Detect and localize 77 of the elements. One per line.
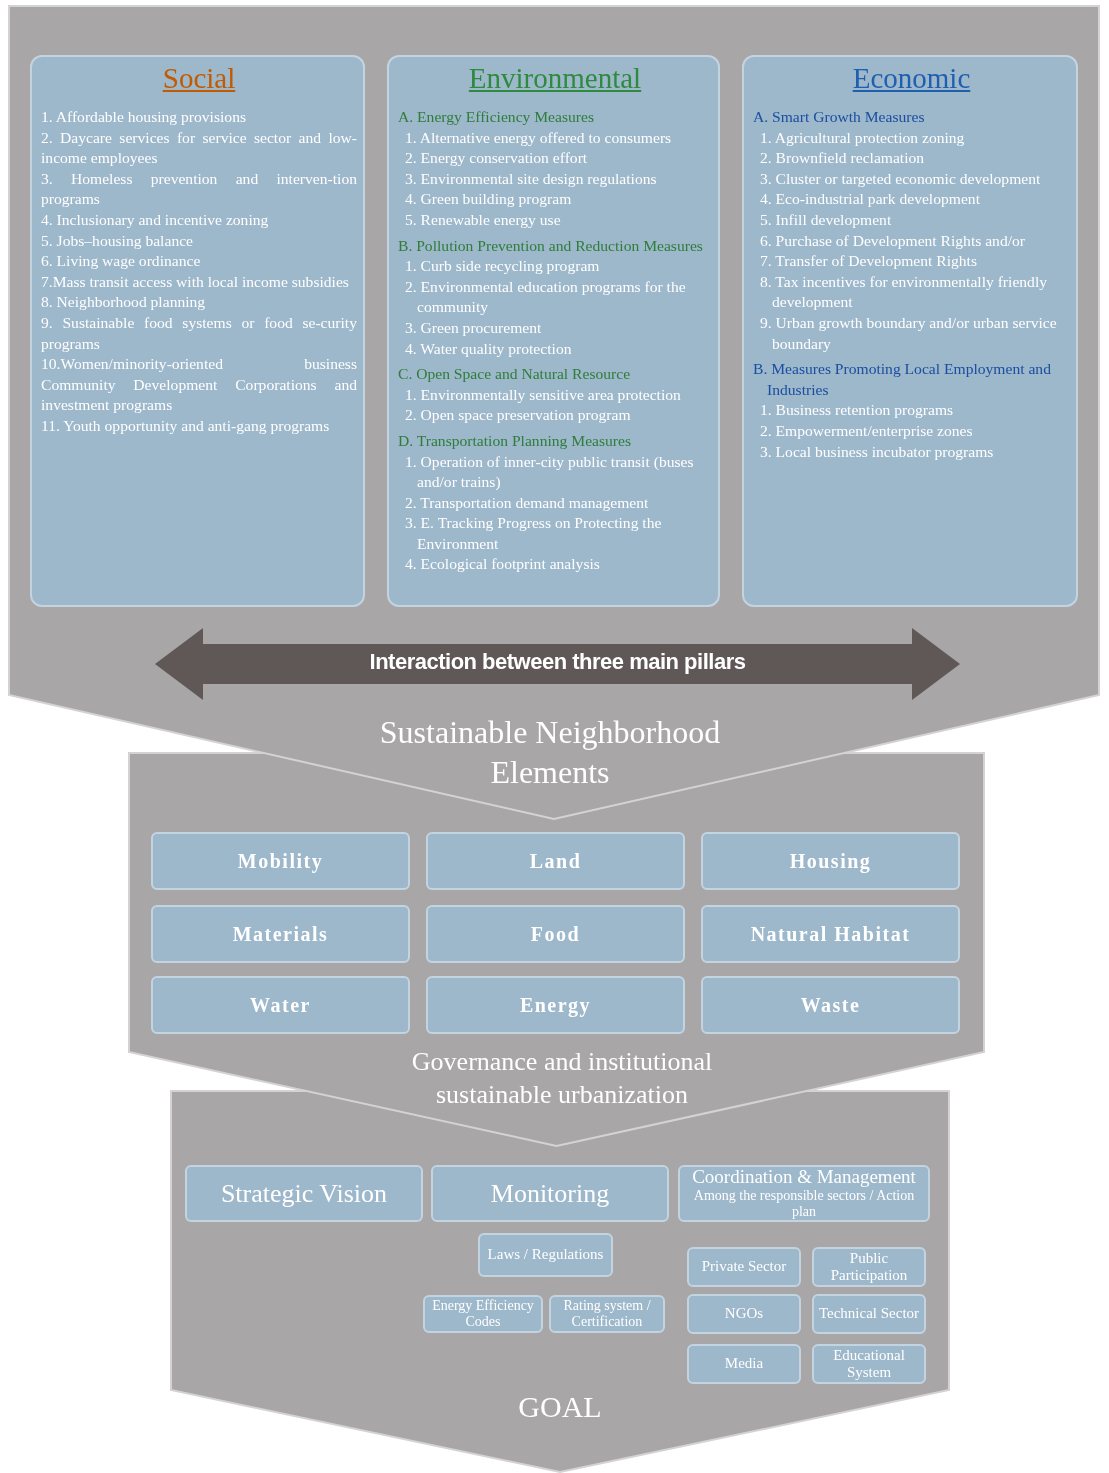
list-item: 1. Affordable housing provisions bbox=[41, 107, 248, 127]
element-card: Water bbox=[151, 976, 410, 1034]
list-item: 1. Alternative energy offered to consumers bbox=[405, 127, 673, 148]
list-item: 3. Green procurement bbox=[405, 317, 543, 338]
list-item: 1. Agricultural protection zoning bbox=[760, 127, 966, 148]
band-heading: GOAL bbox=[517, 1389, 603, 1425]
list-item: 2. Open space preservation program bbox=[405, 405, 632, 426]
pillar-heading: Economic bbox=[851, 61, 972, 95]
pillar-heading: Environmental bbox=[467, 61, 643, 95]
list-item: 1. Curb side recycling program bbox=[405, 256, 601, 277]
element-card: Waste bbox=[701, 976, 960, 1034]
element-card: Rating system / Certification bbox=[549, 1295, 665, 1333]
pillar-heading: Social bbox=[161, 61, 237, 95]
element-card: Land bbox=[426, 832, 685, 890]
list-item: 4. Green building program bbox=[405, 189, 573, 210]
element-card: Materials bbox=[151, 905, 410, 963]
element-card: Natural Habitat bbox=[701, 905, 960, 963]
pillar-panel bbox=[742, 55, 1078, 607]
element-card bbox=[678, 1165, 930, 1222]
list-item: 8. Tax incentives for environmentally friendly development bbox=[760, 271, 1049, 313]
list-item: 3. Environmental site design regulations bbox=[405, 168, 658, 189]
pillar-panel bbox=[387, 55, 720, 607]
list-item: 6. Living wage ordinance bbox=[41, 251, 202, 272]
card-subtitle: Among the responsible sectors / Action plan bbox=[692, 1188, 916, 1221]
list-item: 2. Environmental education programs for the community bbox=[405, 276, 687, 318]
element-card: Media bbox=[687, 1344, 801, 1384]
list-item: 4. Water quality protection bbox=[405, 338, 573, 359]
list-item: 3. Homeless prevention and interven-tion programs bbox=[41, 168, 357, 210]
arrow-label: Interaction between three main pillars bbox=[368, 649, 747, 675]
list-item: 9. Sustainable food systems or food se-curity programs bbox=[41, 312, 357, 354]
list-item: 8. Neighborhood planning bbox=[41, 292, 207, 313]
element-card: Public Participation bbox=[812, 1247, 926, 1287]
list-item: 6. Purchase of Development Rights and/or bbox=[760, 230, 1027, 251]
element-card: Laws / Regulations bbox=[478, 1233, 613, 1277]
list-item: 5. Infill development bbox=[760, 209, 893, 230]
card-title: Coordination & Management bbox=[692, 1166, 916, 1189]
section-heading: C. Open Space and Natural Resource bbox=[398, 364, 632, 385]
list-item: 5. Jobs–housing balance bbox=[41, 230, 195, 251]
pillar-panel bbox=[30, 55, 365, 607]
element-card: Educational System bbox=[812, 1344, 926, 1384]
list-item: 3. Local business incubator programs bbox=[760, 441, 995, 462]
list-item: 10.Women/minority-oriented business Community Development Corporations and investment programs bbox=[41, 354, 357, 416]
list-item: 3. Cluster or targeted economic development bbox=[760, 168, 1042, 189]
list-item: 4. Ecological footprint analysis bbox=[405, 554, 601, 575]
list-item: 9. Urban growth boundary and/or urban service boundary bbox=[760, 312, 1058, 354]
list-item: 4. Eco-industrial park development bbox=[760, 189, 981, 210]
list-item: 2. Empowerment/enterprise zones bbox=[760, 420, 974, 441]
band-heading: Sustainable Neighborhood Elements bbox=[378, 713, 722, 792]
section-heading: A. Energy Efficiency Measures bbox=[398, 107, 595, 127]
element-card: Housing bbox=[701, 832, 960, 890]
list-item: 2. Daycare services for service sector and low-income employees bbox=[41, 127, 357, 169]
section-heading: A. Smart Growth Measures bbox=[753, 107, 926, 127]
element-card: Monitoring bbox=[431, 1165, 669, 1222]
element-card: Private Sector bbox=[687, 1247, 801, 1287]
element-card: Energy bbox=[426, 976, 685, 1034]
element-card: Energy Efficiency Codes bbox=[423, 1295, 543, 1333]
list-item: 7. Transfer of Development Rights bbox=[760, 251, 978, 272]
list-item: 1. Operation of inner-city public transit (buses and/or trains) bbox=[405, 451, 695, 493]
band-heading: Governance and institutional sustainable urbanization bbox=[410, 1046, 714, 1111]
list-item: 7.Mass transit access with local income subsidies bbox=[41, 271, 350, 292]
element-card: NGOs bbox=[687, 1294, 801, 1334]
section-heading: D. Transportation Planning Measures bbox=[398, 430, 633, 451]
section-heading: B. Pollution Prevention and Reduction Measures bbox=[398, 235, 704, 256]
section-heading: B. Measures Promoting Local Employment and Industries bbox=[753, 359, 1052, 400]
list-item: 5. Renewable energy use bbox=[405, 209, 562, 230]
list-item: 4. Inclusionary and incentive zoning bbox=[41, 209, 270, 230]
list-item: 1. Environmentally sensitive area protection bbox=[405, 384, 682, 405]
list-item: 2. Brownfield reclamation bbox=[760, 148, 926, 169]
list-item: 1. Business retention programs bbox=[760, 400, 955, 421]
list-item: 2. Transportation demand management bbox=[405, 492, 650, 513]
element-card: Strategic Vision bbox=[185, 1165, 423, 1222]
list-item: 11. Youth opportunity and anti-gang programs bbox=[41, 415, 331, 436]
element-card: Technical Sector bbox=[812, 1294, 926, 1334]
list-item: 2. Energy conservation effort bbox=[405, 148, 589, 169]
element-card: Food bbox=[426, 905, 685, 963]
element-card: Mobility bbox=[151, 832, 410, 890]
list-item: 3. E. Tracking Progress on Protecting the Environment bbox=[405, 513, 663, 554]
